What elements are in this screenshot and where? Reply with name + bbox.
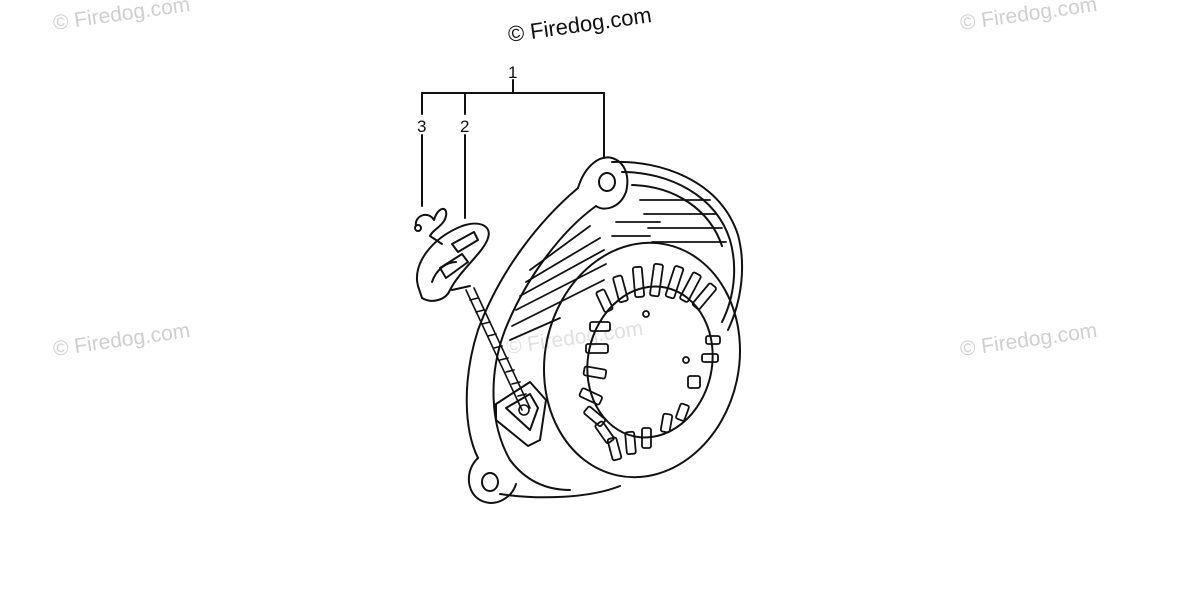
housing-side-fins <box>509 199 727 341</box>
front-face <box>542 241 742 479</box>
face-vents <box>578 262 721 462</box>
callout-3-label: 3 <box>417 117 426 136</box>
callout-1-label: 1 <box>508 63 517 82</box>
starter-grip-handle <box>415 222 490 302</box>
starter-rope <box>465 287 531 416</box>
callout-leaders <box>421 79 605 219</box>
housing-outline <box>465 187 597 491</box>
callout-2-label: 2 <box>460 117 469 136</box>
mounting-flange-top <box>577 156 629 210</box>
mounting-flange-bottom <box>467 457 621 504</box>
housing-rear-rings <box>611 160 744 331</box>
rope-guide <box>495 381 547 447</box>
rope-knot <box>414 208 448 245</box>
